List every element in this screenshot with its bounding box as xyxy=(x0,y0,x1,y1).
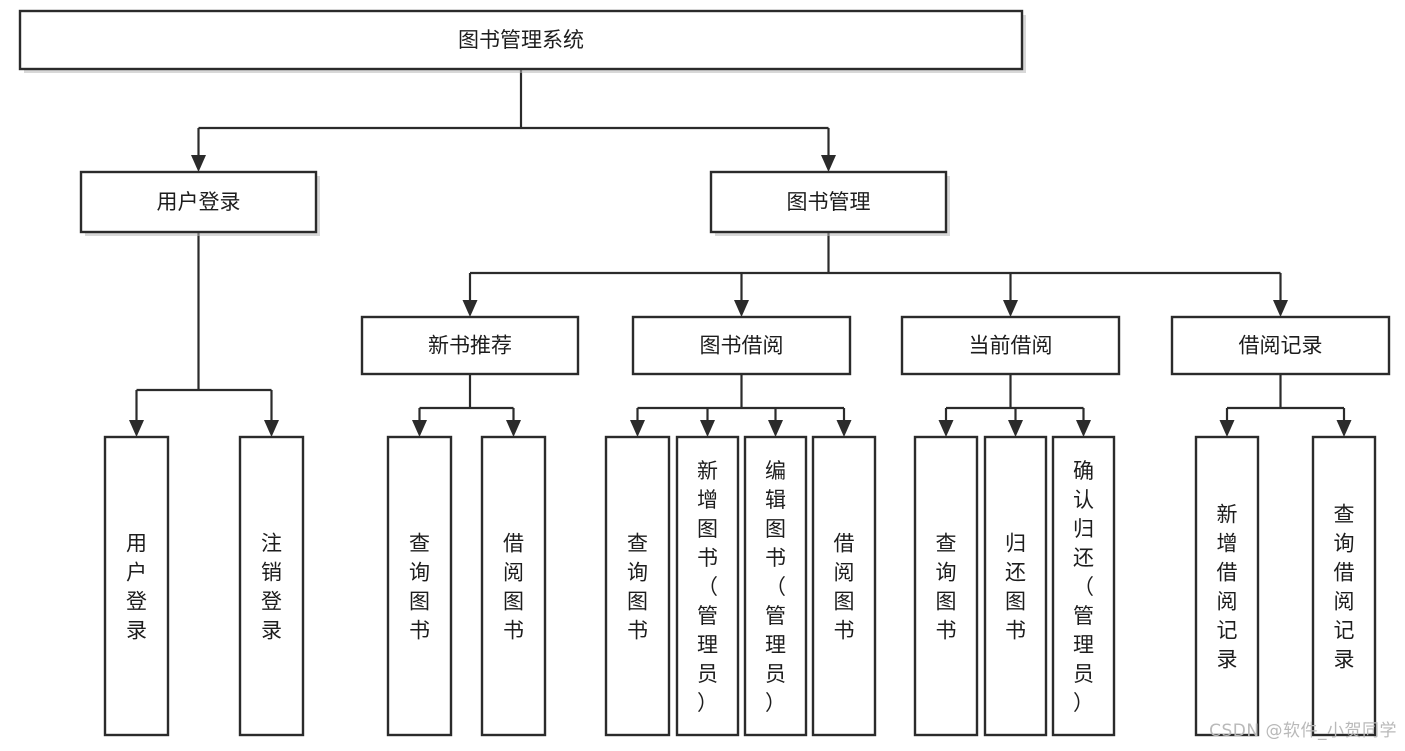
connector-c-login-split xyxy=(129,232,279,437)
node-label: 用户登录 xyxy=(157,190,241,214)
node-leaf-user-login[interactable]: 用户登录 xyxy=(103,435,170,737)
node-label: 查询借阅记录 xyxy=(1334,503,1355,672)
connector-c-cb-split xyxy=(938,374,1091,437)
node-current-borrow[interactable]: 当前借阅 xyxy=(900,315,1121,376)
connector-layer xyxy=(129,69,1352,437)
node-root[interactable]: 图书管理系统 xyxy=(18,9,1026,73)
node-label: 图书管理 xyxy=(787,190,871,214)
node-leaf-bb-borrow[interactable]: 借阅图书 xyxy=(811,435,877,737)
node-user-login[interactable]: 用户登录 xyxy=(79,170,320,236)
csdn-watermark: CSDN @软件_小贺同学 xyxy=(1209,721,1397,741)
node-label: 确认归还（管理员） xyxy=(1073,459,1094,715)
connector-c-rec-split xyxy=(412,374,521,437)
node-label: 编辑图书（管理员） xyxy=(765,459,786,715)
node-leaf-rec-query[interactable]: 查询图书 xyxy=(386,435,453,737)
node-leaf-cb-return[interactable]: 归还图书 xyxy=(983,435,1048,737)
node-label: 查询图书 xyxy=(409,532,430,643)
node-leaf-user-logout[interactable]: 注销登录 xyxy=(238,435,305,737)
node-label: 注销登录 xyxy=(261,532,282,643)
node-leaf-bb-query[interactable]: 查询图书 xyxy=(604,435,671,737)
node-label: 新书推荐 xyxy=(428,334,512,358)
connector-c-br-split xyxy=(1219,374,1352,437)
node-leaf-bb-add[interactable]: 新增图书（管理员） xyxy=(675,435,740,737)
node-new-book-rec[interactable]: 新书推荐 xyxy=(360,315,580,376)
node-leaf-br-add[interactable]: 新增借阅记录 xyxy=(1194,435,1260,737)
node-leaf-bb-edit[interactable]: 编辑图书（管理员） xyxy=(743,435,808,737)
node-label: 借阅图书 xyxy=(503,532,524,643)
connector-c-manage-split xyxy=(462,232,1288,317)
node-leaf-rec-borrow[interactable]: 借阅图书 xyxy=(480,435,547,737)
node-book-borrow[interactable]: 图书借阅 xyxy=(631,315,852,376)
connector-c-bb-split xyxy=(630,374,852,437)
node-label: 借阅图书 xyxy=(834,532,855,643)
connector-c-root-split xyxy=(191,69,836,172)
node-layer: 图书管理系统用户登录图书管理新书推荐图书借阅当前借阅借阅记录用户登录注销登录查询… xyxy=(18,9,1391,737)
node-leaf-br-query[interactable]: 查询借阅记录 xyxy=(1311,435,1377,737)
node-label: 当前借阅 xyxy=(969,334,1053,358)
node-label: 用户登录 xyxy=(126,532,147,643)
node-label: 查询图书 xyxy=(936,532,957,643)
node-book-manage[interactable]: 图书管理 xyxy=(709,170,950,236)
node-label: 归还图书 xyxy=(1005,532,1026,643)
node-label: 查询图书 xyxy=(627,532,648,643)
node-label: 图书管理系统 xyxy=(458,28,584,52)
node-leaf-cb-query[interactable]: 查询图书 xyxy=(913,435,979,737)
node-label: 新增图书（管理员） xyxy=(697,459,718,715)
node-label: 借阅记录 xyxy=(1239,334,1323,358)
node-leaf-cb-confirm[interactable]: 确认归还（管理员） xyxy=(1051,435,1116,737)
node-label: 新增借阅记录 xyxy=(1217,503,1238,672)
node-label: 图书借阅 xyxy=(700,334,784,358)
node-borrow-record[interactable]: 借阅记录 xyxy=(1170,315,1391,376)
